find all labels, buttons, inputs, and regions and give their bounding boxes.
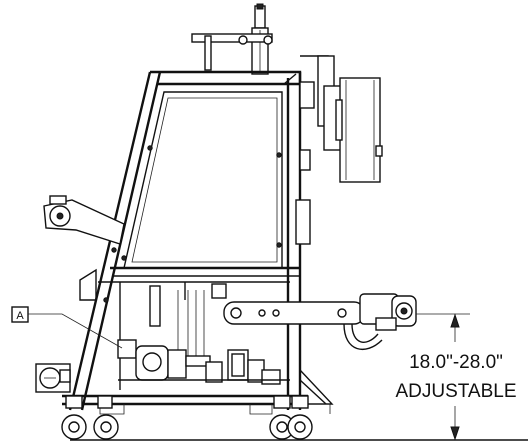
pressure-gauge-box bbox=[35, 363, 71, 393]
dimension-arrow-down-icon bbox=[450, 426, 460, 441]
callout-a: A bbox=[11, 306, 123, 349]
dimension-note-label: ADJUSTABLE bbox=[395, 381, 516, 402]
caster-wheels bbox=[61, 395, 313, 440]
dimension-arrow-up-icon bbox=[450, 313, 460, 328]
lower-frame bbox=[79, 268, 290, 390]
top-adjuster-post bbox=[191, 3, 273, 75]
side-roller-bracket bbox=[43, 195, 125, 245]
lower-pump-assembly bbox=[117, 339, 290, 385]
outfeed-conveyor bbox=[223, 293, 417, 350]
callout-a-letter: A bbox=[16, 310, 24, 322]
upper-motor-assembly bbox=[295, 55, 383, 245]
height-dimension: 18.0"-28.0" ADJUSTABLE bbox=[395, 313, 517, 441]
dimension-range-label: 18.0"-28.0" bbox=[409, 352, 503, 373]
